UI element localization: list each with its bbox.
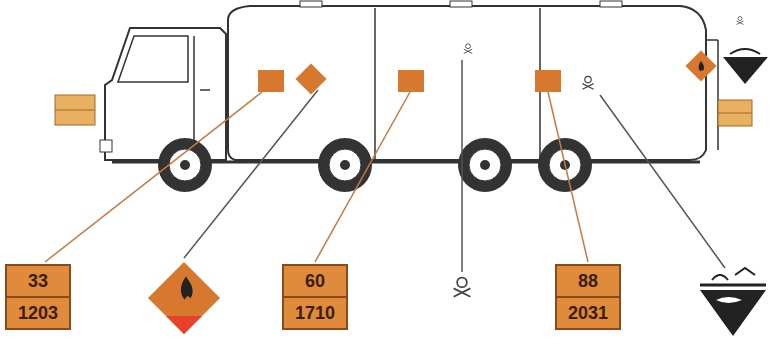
tank-body: [228, 1, 718, 160]
truck-markings: [55, 17, 768, 127]
hazard-number: 33: [7, 266, 69, 296]
hazard-plate: 601710: [282, 264, 348, 330]
toxic-symbol: [454, 278, 471, 297]
wheels: [158, 138, 592, 192]
leader-lines: [45, 60, 725, 272]
hazard-number: 1203: [7, 296, 69, 328]
hazard-number: 60: [284, 266, 346, 296]
hazard-plate: 331203: [5, 264, 71, 330]
hazard-plate: 882031: [555, 264, 621, 330]
environment-triangle: [700, 268, 766, 336]
hazard-number: 2031: [557, 296, 619, 328]
truck-cab: [100, 28, 226, 160]
flammable-diamond: [148, 262, 220, 334]
hazard-number: 88: [557, 266, 619, 296]
hazard-number: 1710: [284, 296, 346, 328]
